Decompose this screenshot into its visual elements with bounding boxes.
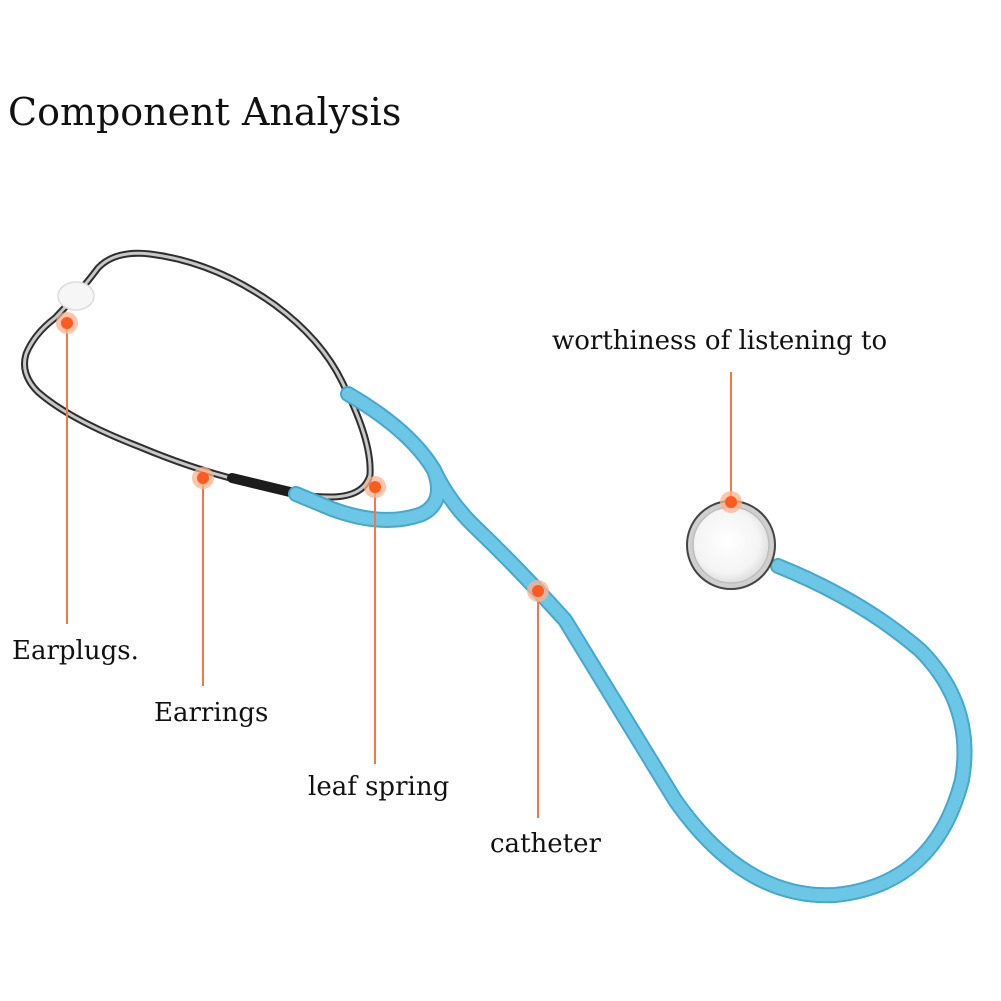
chestpiece-icon xyxy=(687,501,775,589)
label-earplugs: Earplugs. xyxy=(12,636,139,666)
marker-leaf-spring xyxy=(364,476,386,498)
ear-tip-icon xyxy=(58,282,94,310)
label-catheter: catheter xyxy=(490,829,601,859)
chestpiece-diaphragm xyxy=(693,507,769,583)
label-leaf-spring: leaf spring xyxy=(308,772,449,802)
marker-chestpiece xyxy=(720,491,742,513)
tube-main-shadow xyxy=(296,394,964,895)
marker-catheter xyxy=(527,580,549,602)
label-earrings: Earrings xyxy=(154,698,268,728)
page-title: Component Analysis xyxy=(8,92,401,134)
tube-main xyxy=(296,394,964,895)
blue-tubing xyxy=(296,394,964,895)
tension-spring-bar xyxy=(232,478,290,492)
label-chestpiece: worthiness of listening to xyxy=(552,326,887,356)
marker-earrings xyxy=(192,467,214,489)
marker-earplugs xyxy=(56,312,78,334)
